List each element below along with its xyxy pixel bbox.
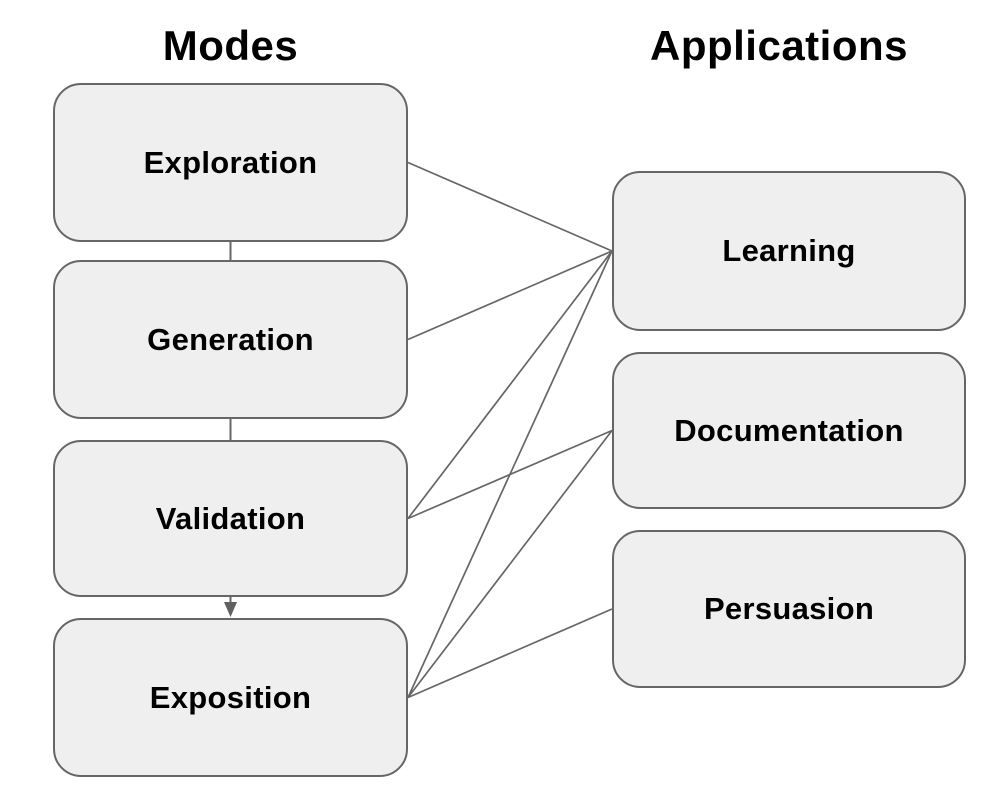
edge-validation-learning: [407, 250, 613, 520]
arrowhead-down-icon: [224, 602, 237, 617]
application-label-persuasion: Persuasion: [703, 591, 875, 626]
application-box-learning: Learning: [612, 171, 966, 331]
mode-box-generation: Generation: [53, 260, 408, 419]
application-label-learning: Learning: [722, 233, 856, 268]
mode-box-validation: Validation: [53, 440, 408, 597]
mode-label-validation: Validation: [155, 500, 306, 536]
application-box-documentation: Documentation: [612, 352, 966, 509]
mode-box-exploration: Exploration: [53, 83, 408, 242]
mode-label-generation: Generation: [147, 321, 314, 357]
edge-exploration-learning: [407, 161, 613, 252]
mode-box-exposition: Exposition: [53, 618, 408, 777]
edge-generation-learning: [407, 250, 613, 341]
application-box-persuasion: Persuasion: [612, 530, 966, 688]
column-title-applications: Applications: [649, 22, 909, 69]
edge-validation-documentation: [407, 429, 613, 520]
edge-exposition-persuasion: [407, 608, 613, 699]
column-title-modes: Modes: [162, 22, 299, 69]
edge-exposition-documentation: [407, 429, 613, 699]
edge-exposition-learning: [407, 250, 613, 698]
mode-label-exposition: Exposition: [149, 679, 312, 715]
application-label-documentation: Documentation: [674, 412, 904, 448]
mode-label-exploration: Exploration: [143, 144, 318, 180]
